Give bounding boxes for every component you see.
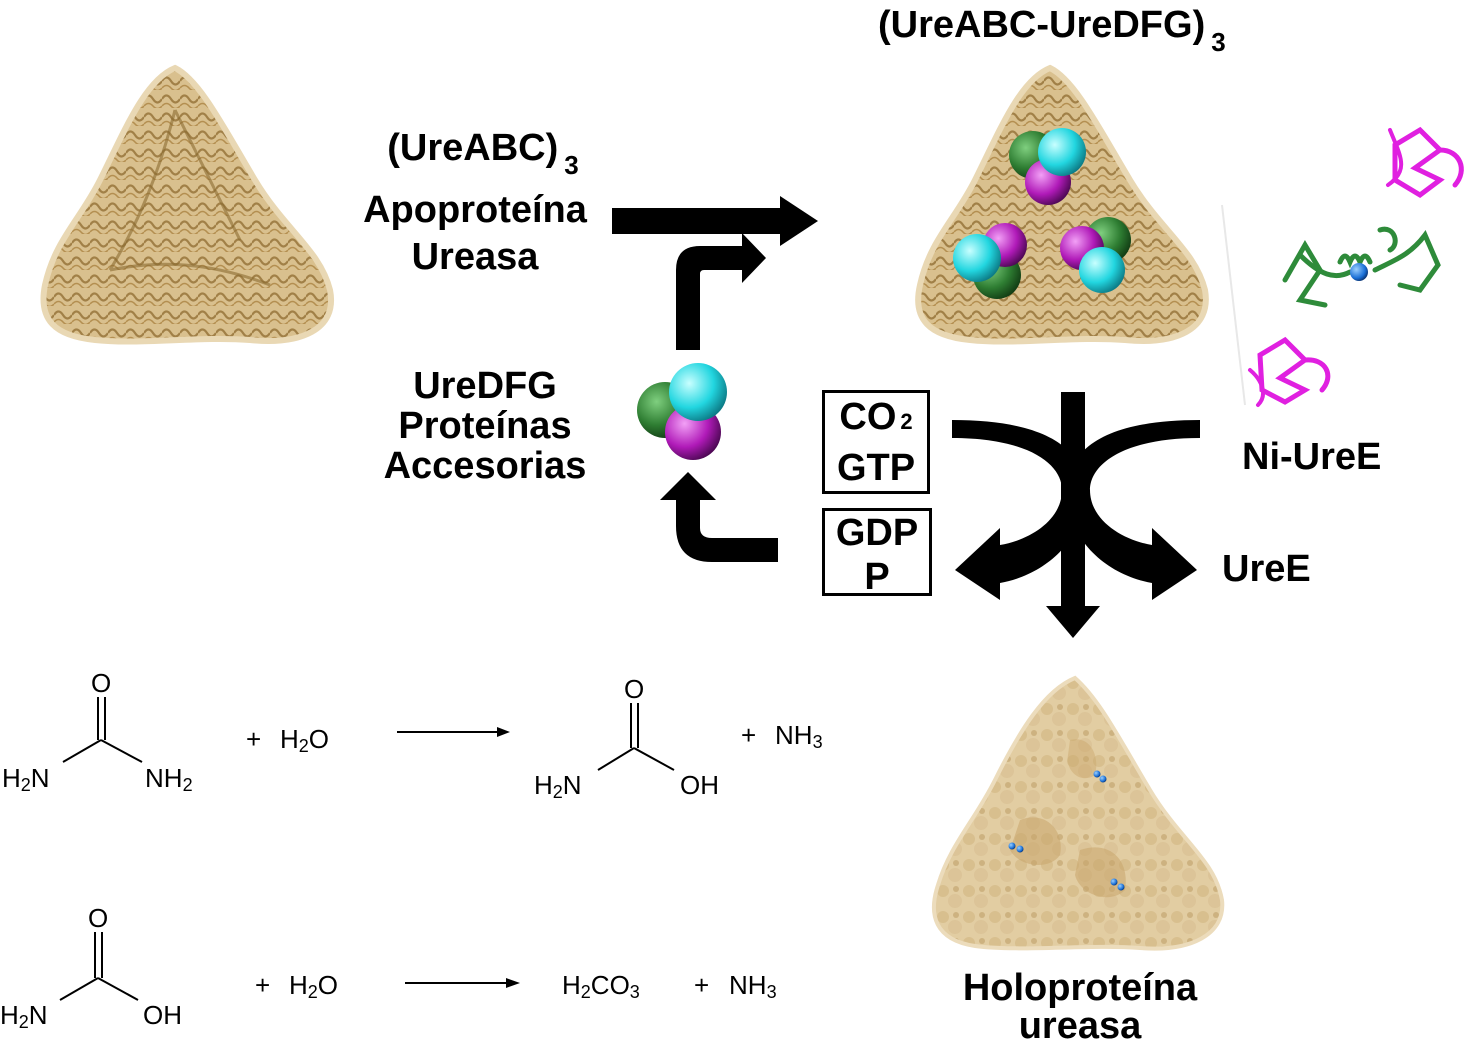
- h2co3-sub2: 3: [629, 982, 640, 1002]
- reaction2-nh3-nh: NH: [729, 970, 767, 1000]
- urea-nh2-nh: NH: [145, 763, 183, 793]
- carbamic2-h2n-sub: 2: [18, 1012, 29, 1032]
- complex-text: (UreABC-UreDFG): [878, 4, 1206, 46]
- reaction1-plus1: +: [246, 724, 262, 754]
- reaction2-plus1: +: [255, 970, 271, 1000]
- p-text: P: [864, 556, 890, 598]
- reaction2-h2o-sub: 2: [307, 982, 318, 1002]
- reaction2-h2o-h: H: [289, 970, 308, 1000]
- right-curved-arrow: [1067, 420, 1200, 600]
- carbamic1-h2n-n: N: [562, 770, 582, 800]
- uredfg-join-arrow: [676, 233, 766, 350]
- co2-text: CO: [839, 396, 897, 438]
- reaction1-h2o: H2O: [280, 724, 329, 757]
- reaction1-nh3-sub: 3: [812, 732, 823, 752]
- uredfg-label: UreDFG: [413, 365, 557, 407]
- h2co3-co: CO: [590, 970, 630, 1000]
- nickel-sphere: [1350, 263, 1368, 281]
- ni-uree-label: Ni-UreE: [1242, 436, 1382, 478]
- reaction1-h2o-sub: 2: [298, 736, 309, 756]
- co2-subscript: 2: [900, 409, 913, 434]
- reaction1-h2o-h: H: [280, 724, 299, 754]
- reaction2-nh3: NH3: [729, 970, 777, 1003]
- reaction2-nh3-sub: 3: [766, 982, 777, 1002]
- reaction1-arrow: [397, 727, 510, 737]
- ureasa-holo-label: ureasa: [1018, 1005, 1142, 1047]
- carbamic-acid-structure-1: [597, 703, 675, 771]
- carbamic2-h2n: H2N: [0, 1000, 48, 1033]
- ureabc3-text: (UreABC): [387, 127, 559, 169]
- h2co3-h: H: [562, 970, 581, 1000]
- ureabc3-subscript: 3: [564, 150, 579, 180]
- complex-trimer-icon: [915, 64, 1209, 345]
- ureabc3-label: (UreABC)3: [368, 127, 598, 180]
- holoprotein-surface-icon: [932, 675, 1225, 951]
- reaction1-nh3-nh: NH: [775, 720, 813, 750]
- carbamic2-o: O: [88, 903, 109, 933]
- urea-h2n-left: H2N: [2, 763, 50, 796]
- urea-structure: [62, 697, 143, 763]
- reaction2-h2o-o: O: [317, 970, 339, 1000]
- uree-ribbon-icon: [1221, 126, 1464, 407]
- carbamic1-h2n-sub: 2: [552, 782, 563, 802]
- urea-h2n-n: N: [30, 763, 50, 793]
- apoprotein-trimer-icon: [40, 64, 335, 345]
- urea-h2n-h: H: [2, 763, 21, 793]
- uredfg-spheres-icon: [637, 363, 727, 460]
- uree-label: UreE: [1222, 548, 1311, 590]
- main-reaction-arrow: [612, 196, 818, 246]
- urea-h2n-sub: 2: [20, 775, 31, 795]
- carbamic2-h2n-n: N: [28, 1000, 48, 1030]
- urea-nh2-sub: 2: [182, 775, 193, 795]
- h2co3-sub1: 2: [580, 982, 591, 1002]
- carbamic2-oh: OH: [143, 1000, 182, 1030]
- reaction1-h2o-o: O: [308, 724, 330, 754]
- apoproteina-label: Apoproteína: [363, 189, 587, 231]
- carbamic1-h2n: H2N: [534, 770, 582, 803]
- carbamic1-oh: OH: [680, 770, 719, 800]
- green-ribbon-dimer: [1282, 226, 1441, 308]
- urea-o: O: [91, 668, 112, 698]
- carbamic1-o: O: [624, 674, 645, 704]
- reaction1-plus2: +: [741, 720, 757, 750]
- left-curved-arrow: [952, 420, 1085, 600]
- reaction2-h2co3: H2CO3: [562, 970, 640, 1003]
- ureasa-label: Ureasa: [411, 236, 539, 278]
- holoproteina-label: Holoproteína: [962, 967, 1198, 1009]
- accesorias-label: Accesorias: [383, 445, 587, 487]
- carbamic-acid-structure-2: [59, 932, 139, 1001]
- gdp-text: GDP: [835, 512, 919, 554]
- carbamic1-h2n-h: H: [534, 770, 553, 800]
- reaction2-h2o: H2O: [289, 970, 338, 1003]
- reaction1-nh3: NH3: [775, 720, 823, 753]
- gtp-text: GTP: [836, 447, 916, 489]
- carbamic2-h2n-h: H: [0, 1000, 19, 1030]
- reaction2-arrow: [405, 978, 520, 988]
- magenta-ribbon-bottom: [1248, 336, 1331, 407]
- reaction2-plus2: +: [694, 970, 710, 1000]
- complex-subscript: 3: [1211, 27, 1226, 57]
- complex-label: (UreABC-UreDFG)3: [878, 4, 1226, 57]
- magenta-ribbon-top: [1386, 126, 1464, 199]
- uredfg-return-arrow: [660, 472, 778, 562]
- proteinas-label: Proteínas: [398, 405, 572, 447]
- urea-nh2-right: NH2: [145, 763, 193, 796]
- gdp-p-box: GDP P: [822, 508, 932, 598]
